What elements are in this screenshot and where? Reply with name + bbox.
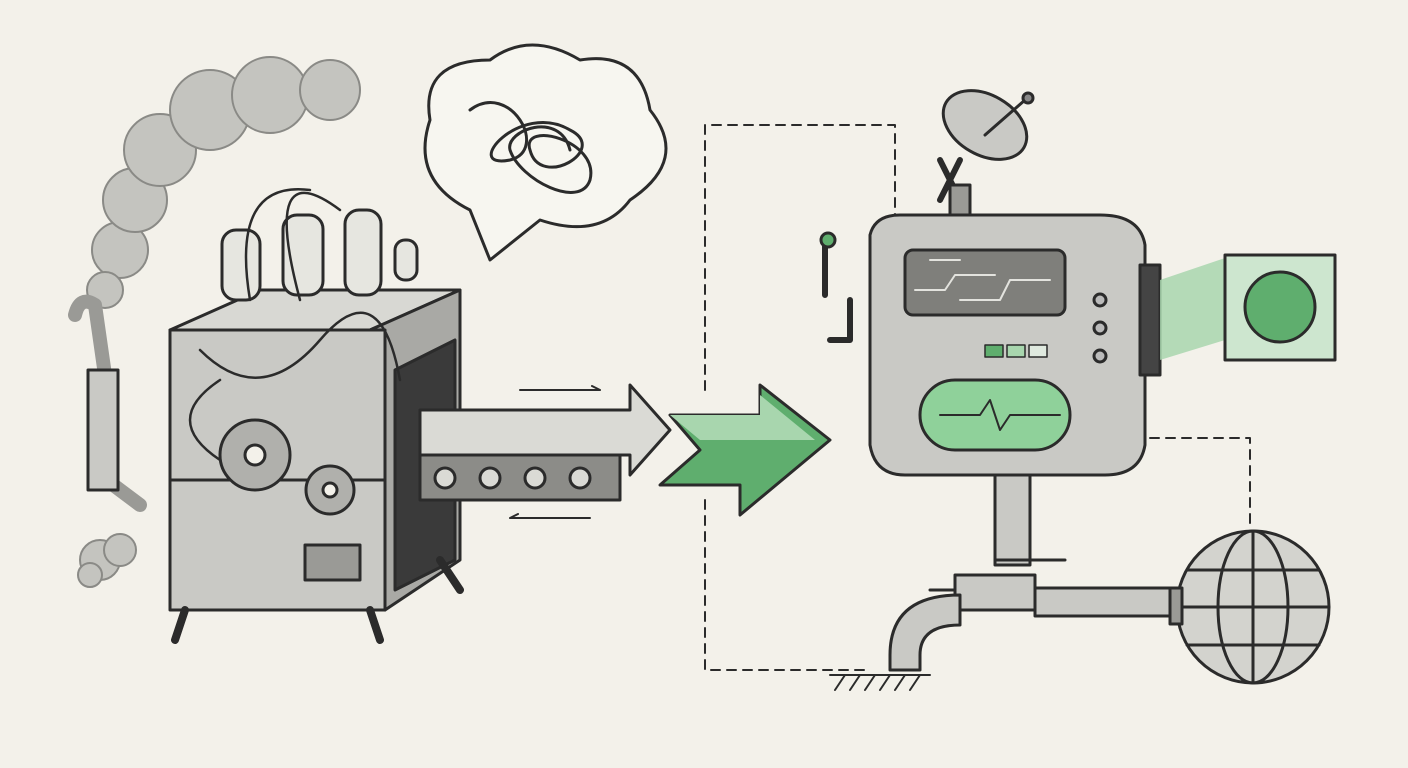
robot-computer-icon (819, 89, 1337, 691)
globe-icon (1168, 529, 1331, 685)
thought-bubble-icon (423, 43, 668, 262)
old-machine-icon (68, 187, 464, 644)
green-arrow-icon (658, 383, 832, 517)
satellite-dish-icon (941, 89, 1035, 161)
conveyor-arrow-icon (418, 383, 672, 519)
dashed-connector (704, 124, 1251, 671)
output-circle-icon (1243, 270, 1317, 344)
smoke-cloud-icon (77, 56, 361, 588)
